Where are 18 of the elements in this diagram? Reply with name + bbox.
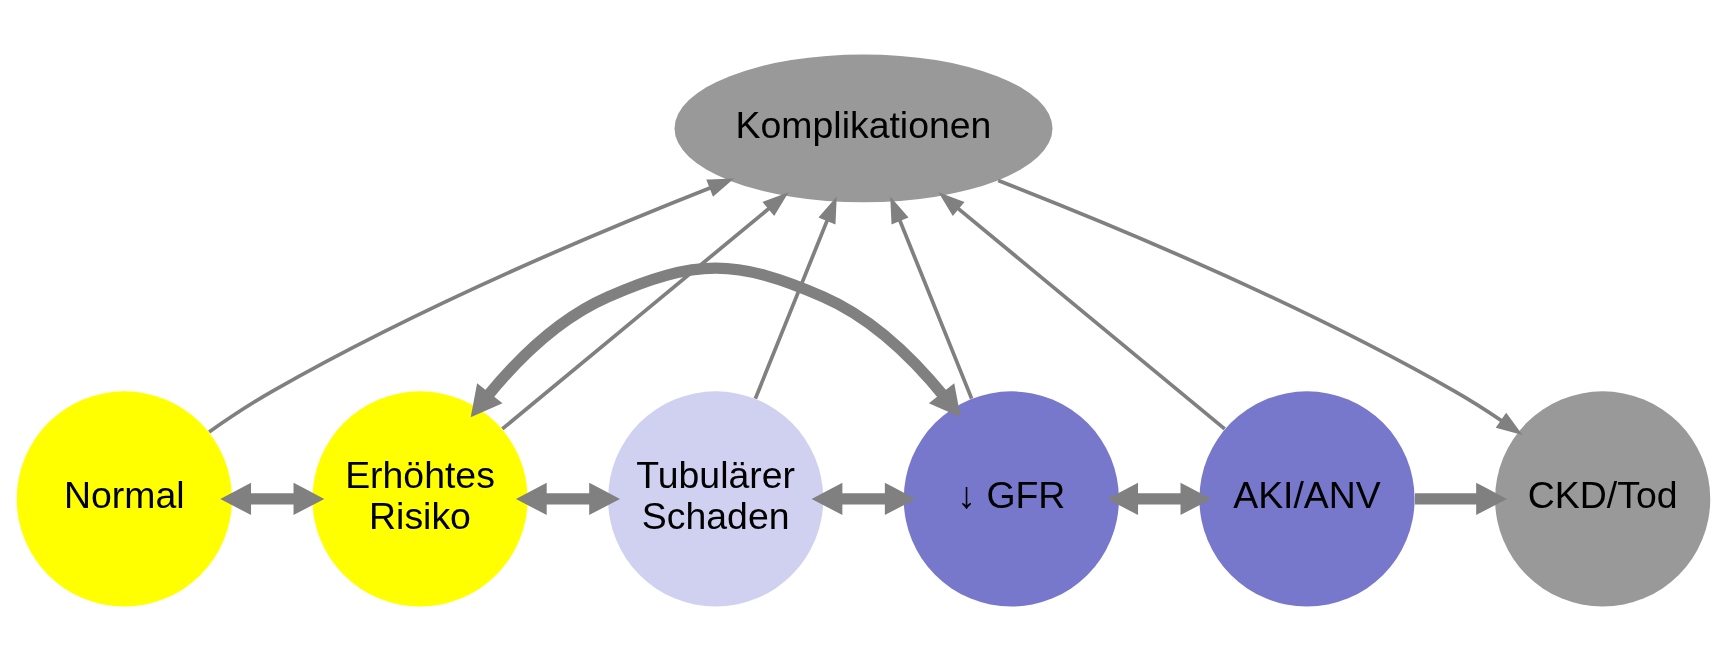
arrow: [997, 178, 1523, 436]
arrow: [811, 482, 916, 516]
node-circle: ↓ GFR: [903, 391, 1119, 607]
node-circle: Tubulärer Schaden: [608, 391, 824, 607]
arrow: [501, 192, 789, 431]
arrow: [938, 192, 1226, 431]
arrow: [220, 482, 325, 516]
node-circle: AKI/ANV: [1199, 391, 1415, 607]
arrow: [208, 178, 735, 434]
arrow: [470, 262, 961, 418]
node-circle: Normal: [16, 391, 232, 607]
arrow: [753, 196, 837, 400]
arrow: [1107, 482, 1212, 516]
node-ellipse: Komplikationen: [674, 54, 1053, 203]
arrow: [1415, 482, 1507, 516]
arrow: [890, 196, 974, 400]
node-circle: Erhöhtes Risiko: [312, 391, 528, 607]
arrow: [515, 482, 620, 516]
